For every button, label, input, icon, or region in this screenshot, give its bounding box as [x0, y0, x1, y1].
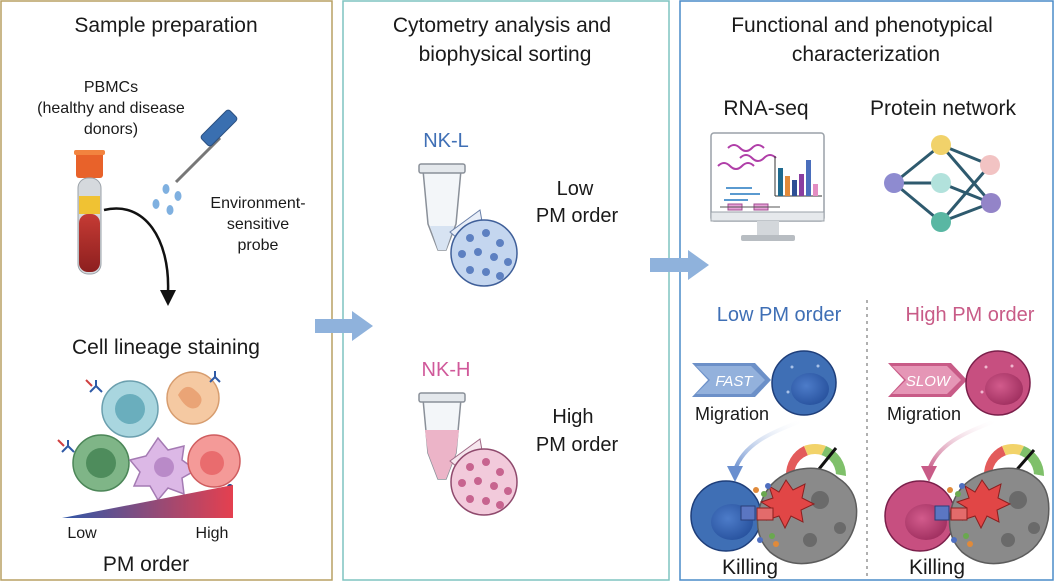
tube-nk-h-icon — [418, 392, 518, 516]
rnaseq-label: RNA-seq — [723, 97, 808, 120]
pbmc-label-1: PBMCs — [84, 79, 138, 96]
probe-label-3: probe — [238, 237, 279, 254]
probe-label-2: sensitive — [227, 216, 289, 233]
pbmc-label-2: (healthy and disease — [37, 100, 185, 117]
char-title-1: Functional and phenotypical — [731, 14, 993, 37]
slow-chevron-icon — [888, 363, 967, 397]
probe-label-1: Environment- — [210, 195, 305, 212]
immune-cells-icon — [57, 371, 241, 502]
protein-network-label: Protein network — [870, 97, 1016, 120]
killing-low-scene-icon — [690, 467, 858, 565]
curved-arrow-icon — [103, 207, 170, 293]
char-title-2: characterization — [792, 43, 940, 66]
killing-high-scene-icon — [884, 467, 1050, 565]
panel-cytometry — [342, 0, 670, 581]
nk-high-cell-icon — [965, 350, 1031, 416]
migration-trail-high-icon — [927, 418, 998, 471]
nk-l-desc-2: PM order — [536, 205, 619, 227]
fast-chevron-icon — [692, 363, 771, 397]
killing-high-label: Killing — [909, 556, 965, 579]
pbmc-label-3: donors) — [84, 121, 138, 138]
slow-label: SLOW — [906, 373, 952, 390]
migration-trail-low-icon — [733, 418, 804, 471]
staining-title: Cell lineage staining — [72, 336, 260, 359]
gradient-low-label: Low — [67, 525, 97, 542]
rnaseq-monitor-icon — [710, 132, 825, 241]
nk-low-cell-icon — [771, 350, 837, 416]
migration-high-label: Migration — [887, 404, 961, 424]
trail-arrowhead-high-icon — [921, 466, 937, 482]
cyto-title-2: biophysical sorting — [419, 43, 592, 66]
curved-arrow-head-icon — [160, 290, 176, 306]
cyto-title-1: Cytometry analysis and — [393, 14, 611, 37]
nk-l-label: NK-L — [423, 130, 469, 152]
flow-arrow-2-icon — [650, 250, 709, 280]
killing-low-label: Killing — [722, 556, 778, 579]
tube-nk-l-icon — [418, 163, 518, 287]
nk-h-desc-2: PM order — [536, 434, 619, 456]
pipette-icon — [174, 109, 238, 184]
panel-characterization — [679, 0, 1054, 581]
panel-sample-preparation — [0, 0, 333, 581]
migration-low-label: Migration — [695, 404, 769, 424]
prep-title: Sample preparation — [74, 14, 257, 37]
flow-arrow-1-icon — [315, 311, 373, 341]
trail-arrowhead-low-icon — [727, 466, 743, 482]
nk-h-desc-1: High — [552, 406, 593, 428]
blood-tube-icon — [74, 150, 105, 275]
fast-label: FAST — [715, 373, 754, 390]
pm-order-gradient — [62, 485, 233, 518]
nk-l-desc-1: Low — [557, 178, 594, 200]
high-pm-header: High PM order — [906, 304, 1035, 326]
protein-network-icon — [884, 135, 1001, 232]
low-pm-header: Low PM order — [717, 304, 842, 326]
droplets-icon — [152, 184, 182, 215]
gradient-high-label: High — [196, 525, 229, 542]
nk-h-label: NK-H — [422, 359, 471, 381]
gradient-title: PM order — [103, 553, 189, 576]
